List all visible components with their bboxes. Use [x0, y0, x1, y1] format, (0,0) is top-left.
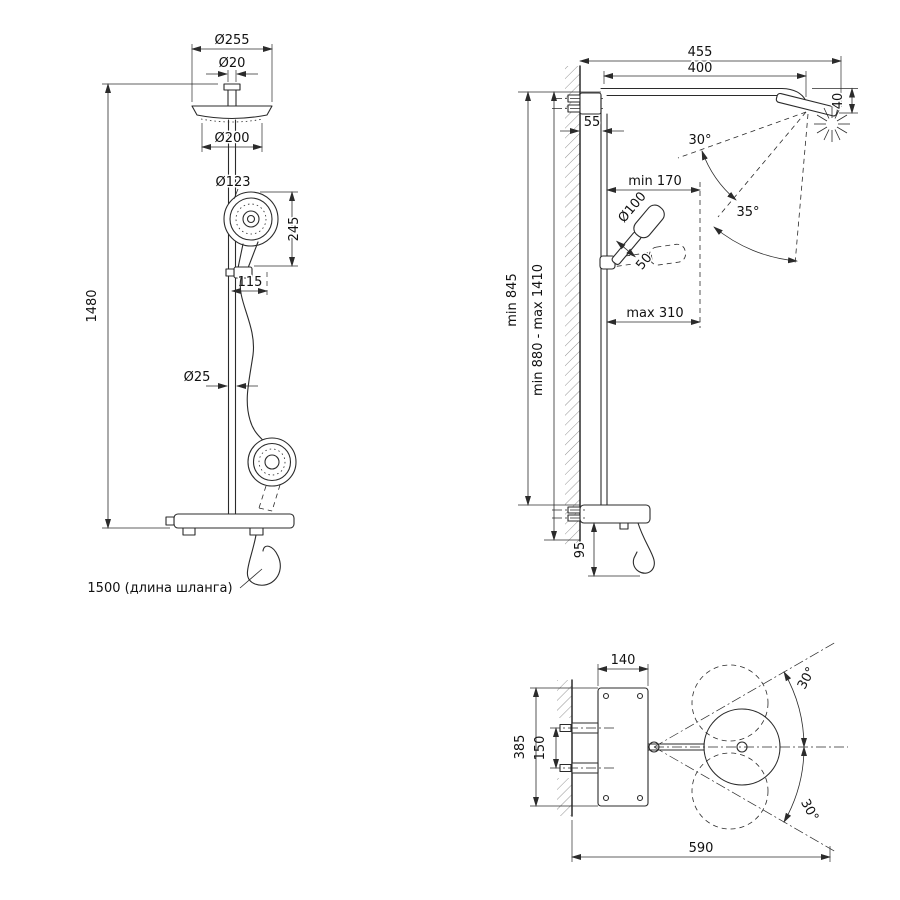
dim-side-95: 95	[572, 522, 640, 577]
hose-length-label: 1500 (длина шланга)	[87, 581, 232, 596]
dim-label-max310: max 310	[626, 306, 683, 321]
front-view: Ø255 Ø20 Ø200 1480	[84, 32, 304, 598]
dim-label-spray35: 35°	[736, 205, 759, 220]
shower-hose-upper	[239, 277, 266, 444]
dim-label-swivel-up: 30°	[795, 665, 819, 692]
hose-nut	[619, 522, 629, 530]
top-ports	[550, 722, 615, 774]
dim-front-dia25: Ø25	[182, 369, 258, 389]
dim-top-385: 385	[512, 687, 598, 807]
wall-hatching	[565, 66, 580, 545]
front-hand-shower-upper	[223, 191, 279, 279]
dim-label-dia20: Ø20	[219, 56, 246, 71]
dim-side-min845: min 845	[504, 91, 601, 506]
front-hand-shower-lower	[247, 437, 297, 512]
dim-label-150: 150	[533, 736, 548, 761]
dim-front-height-1480: 1480	[84, 83, 218, 529]
dim-side-400: 400	[603, 60, 807, 97]
hose-outlet	[249, 527, 264, 536]
dim-label-115: 115	[238, 275, 263, 290]
top-swivel-range: 30° 30°	[653, 641, 848, 853]
dim-front-dia255: Ø255	[191, 32, 273, 102]
side-hand-shower: Ø100 50	[599, 188, 686, 275]
mixer-left-knob	[165, 516, 175, 526]
dim-label-min845: min 845	[505, 273, 520, 326]
side-mixer-bottom	[552, 504, 655, 574]
dim-label-min170: min 170	[628, 174, 681, 189]
dim-top-590: 590	[571, 820, 831, 862]
dim-label-dia123: Ø123	[215, 175, 250, 190]
dim-label-590: 590	[689, 841, 714, 856]
side-spray-angles: 30° 35°	[677, 111, 809, 265]
front-hose	[239, 277, 266, 444]
dim-side-range: min 880 - max 1410	[530, 91, 580, 541]
side-supply-top	[552, 92, 604, 115]
dim-label-385: 385	[513, 735, 528, 760]
dim-label-455: 455	[688, 45, 713, 60]
mixer-handle	[182, 527, 196, 536]
dim-label-400: 400	[688, 61, 713, 76]
dim-side-max310: max 310	[606, 305, 701, 325]
wall-bracket	[579, 92, 602, 115]
dim-label-95: 95	[573, 542, 588, 559]
top-view: 150 385 140	[512, 641, 848, 862]
bracket-clamp	[225, 268, 235, 277]
top-plate	[597, 687, 649, 807]
front-shelf-mixer	[165, 513, 295, 586]
dim-label-245: 245	[287, 217, 302, 242]
mounting-plate-top	[597, 687, 649, 807]
mixer-shelf	[173, 513, 295, 529]
dim-side-55: 55	[560, 114, 624, 134]
dim-label-dia200: Ø200	[214, 131, 249, 146]
side-riser-and-arm	[600, 87, 838, 506]
dim-front-dia20: Ø20	[206, 55, 258, 82]
dim-label-1480: 1480	[85, 289, 100, 322]
hose-side	[632, 522, 655, 574]
head-stem	[227, 89, 237, 107]
dim-front-245: 245	[254, 191, 304, 267]
dim-top-150: 150	[532, 727, 559, 769]
mixer-side	[579, 504, 651, 524]
top-wall	[557, 679, 573, 817]
dim-label-40: 40	[831, 93, 846, 110]
dim-top-140: 140	[597, 652, 649, 686]
hand-shower-lower-head	[247, 437, 297, 487]
hand-shower-head-side	[633, 204, 665, 239]
head-position-down	[691, 752, 769, 830]
front-overhead-shower	[191, 83, 273, 123]
dim-label-dia25: Ø25	[184, 370, 211, 385]
front-riser-pipe	[227, 119, 237, 515]
rain-head-side	[775, 92, 838, 117]
side-spray-star	[814, 106, 850, 142]
head-position-up	[691, 664, 769, 742]
dim-side-min170: min 170	[606, 173, 701, 328]
dim-side-40: 40	[812, 87, 858, 114]
side-wall	[565, 65, 581, 546]
side-view: 30° 35° 455 400 40 55 min	[504, 44, 858, 577]
dim-label-55: 55	[584, 115, 601, 130]
top-arm-head	[647, 708, 781, 786]
dim-label-range: min 880 - max 1410	[531, 264, 546, 396]
dim-label-tilt30: 30°	[688, 133, 711, 148]
dim-label-dia255: Ø255	[214, 33, 249, 48]
nozzle-row	[200, 118, 264, 123]
dim-front-115: 115	[231, 272, 268, 296]
hand-shower-head	[223, 191, 279, 247]
dim-front-dia200: Ø200	[201, 123, 263, 152]
dim-label-140: 140	[611, 653, 636, 668]
shower-hose-lower	[246, 534, 281, 586]
dim-side-455: 455	[579, 44, 842, 107]
head-mount	[223, 83, 241, 91]
label-front-hose-length: 1500 (длина шланга)	[86, 568, 263, 598]
dim-label-swivel-down: 30°	[797, 797, 821, 824]
rain-head-disc	[191, 105, 273, 120]
dim-front-dia123: Ø123	[214, 174, 252, 200]
